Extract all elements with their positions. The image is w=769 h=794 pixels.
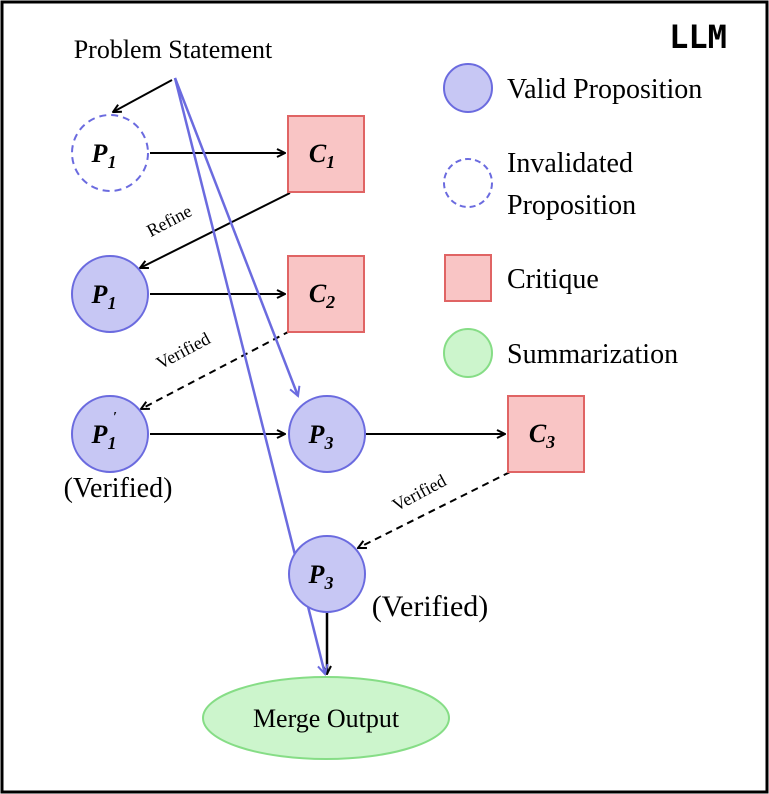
svg-text:Summarization: Summarization bbox=[507, 339, 678, 370]
node-c1-critique: C1 bbox=[287, 115, 365, 193]
legend: Valid Proposition Invalidated Propositio… bbox=[443, 63, 702, 378]
svg-text:Proposition: Proposition bbox=[507, 190, 636, 221]
svg-text:Critique: Critique bbox=[507, 264, 599, 295]
svg-text:Merge Output: Merge Output bbox=[253, 704, 400, 733]
node-c2-critique: C2 bbox=[287, 255, 365, 333]
legend-valid: Valid Proposition bbox=[443, 63, 702, 113]
legend-invalidated: Invalidated Proposition bbox=[443, 148, 636, 221]
legend-summarization: Summarization bbox=[443, 328, 678, 378]
edge-problem-to-p1 bbox=[113, 79, 173, 112]
svg-text:Invalidated: Invalidated bbox=[507, 148, 633, 179]
svg-text:C3: C3 bbox=[529, 419, 555, 452]
svg-text:P1: P1 bbox=[91, 139, 117, 172]
edge-c2-verified-p1prime bbox=[141, 330, 291, 409]
legend-critique: Critique bbox=[444, 254, 599, 302]
node-p1-invalidated: P1 bbox=[71, 114, 149, 192]
node-p3: P3 bbox=[288, 395, 366, 473]
svg-text:P3: P3 bbox=[308, 420, 334, 453]
title-llm: LLM bbox=[669, 18, 727, 56]
node-c3-critique: C3 bbox=[507, 395, 585, 473]
node-p1-prime: P1 ′ bbox=[71, 395, 149, 473]
node-p1-valid: P1 bbox=[71, 255, 149, 333]
svg-text:C2: C2 bbox=[309, 279, 335, 312]
verified-note-p3: (Verified) bbox=[372, 590, 489, 623]
svg-text:P3: P3 bbox=[308, 560, 334, 593]
svg-text:′: ′ bbox=[113, 410, 117, 425]
node-merge-output: Merge Output bbox=[202, 676, 450, 760]
svg-text:P1: P1 bbox=[91, 420, 117, 453]
flow-problem-to-p3 bbox=[173, 77, 298, 396]
svg-text:C1: C1 bbox=[309, 139, 335, 172]
problem-statement: Problem Statement bbox=[74, 35, 273, 64]
edge-c1-refine-p1 bbox=[140, 192, 291, 268]
svg-text:Valid Proposition: Valid Proposition bbox=[507, 74, 702, 105]
verified-note-p1prime: (Verified) bbox=[64, 473, 173, 504]
node-p3-verified: P3 bbox=[288, 535, 366, 613]
edge-c3-verified-p3 bbox=[358, 471, 511, 548]
svg-text:P1: P1 bbox=[91, 280, 117, 313]
